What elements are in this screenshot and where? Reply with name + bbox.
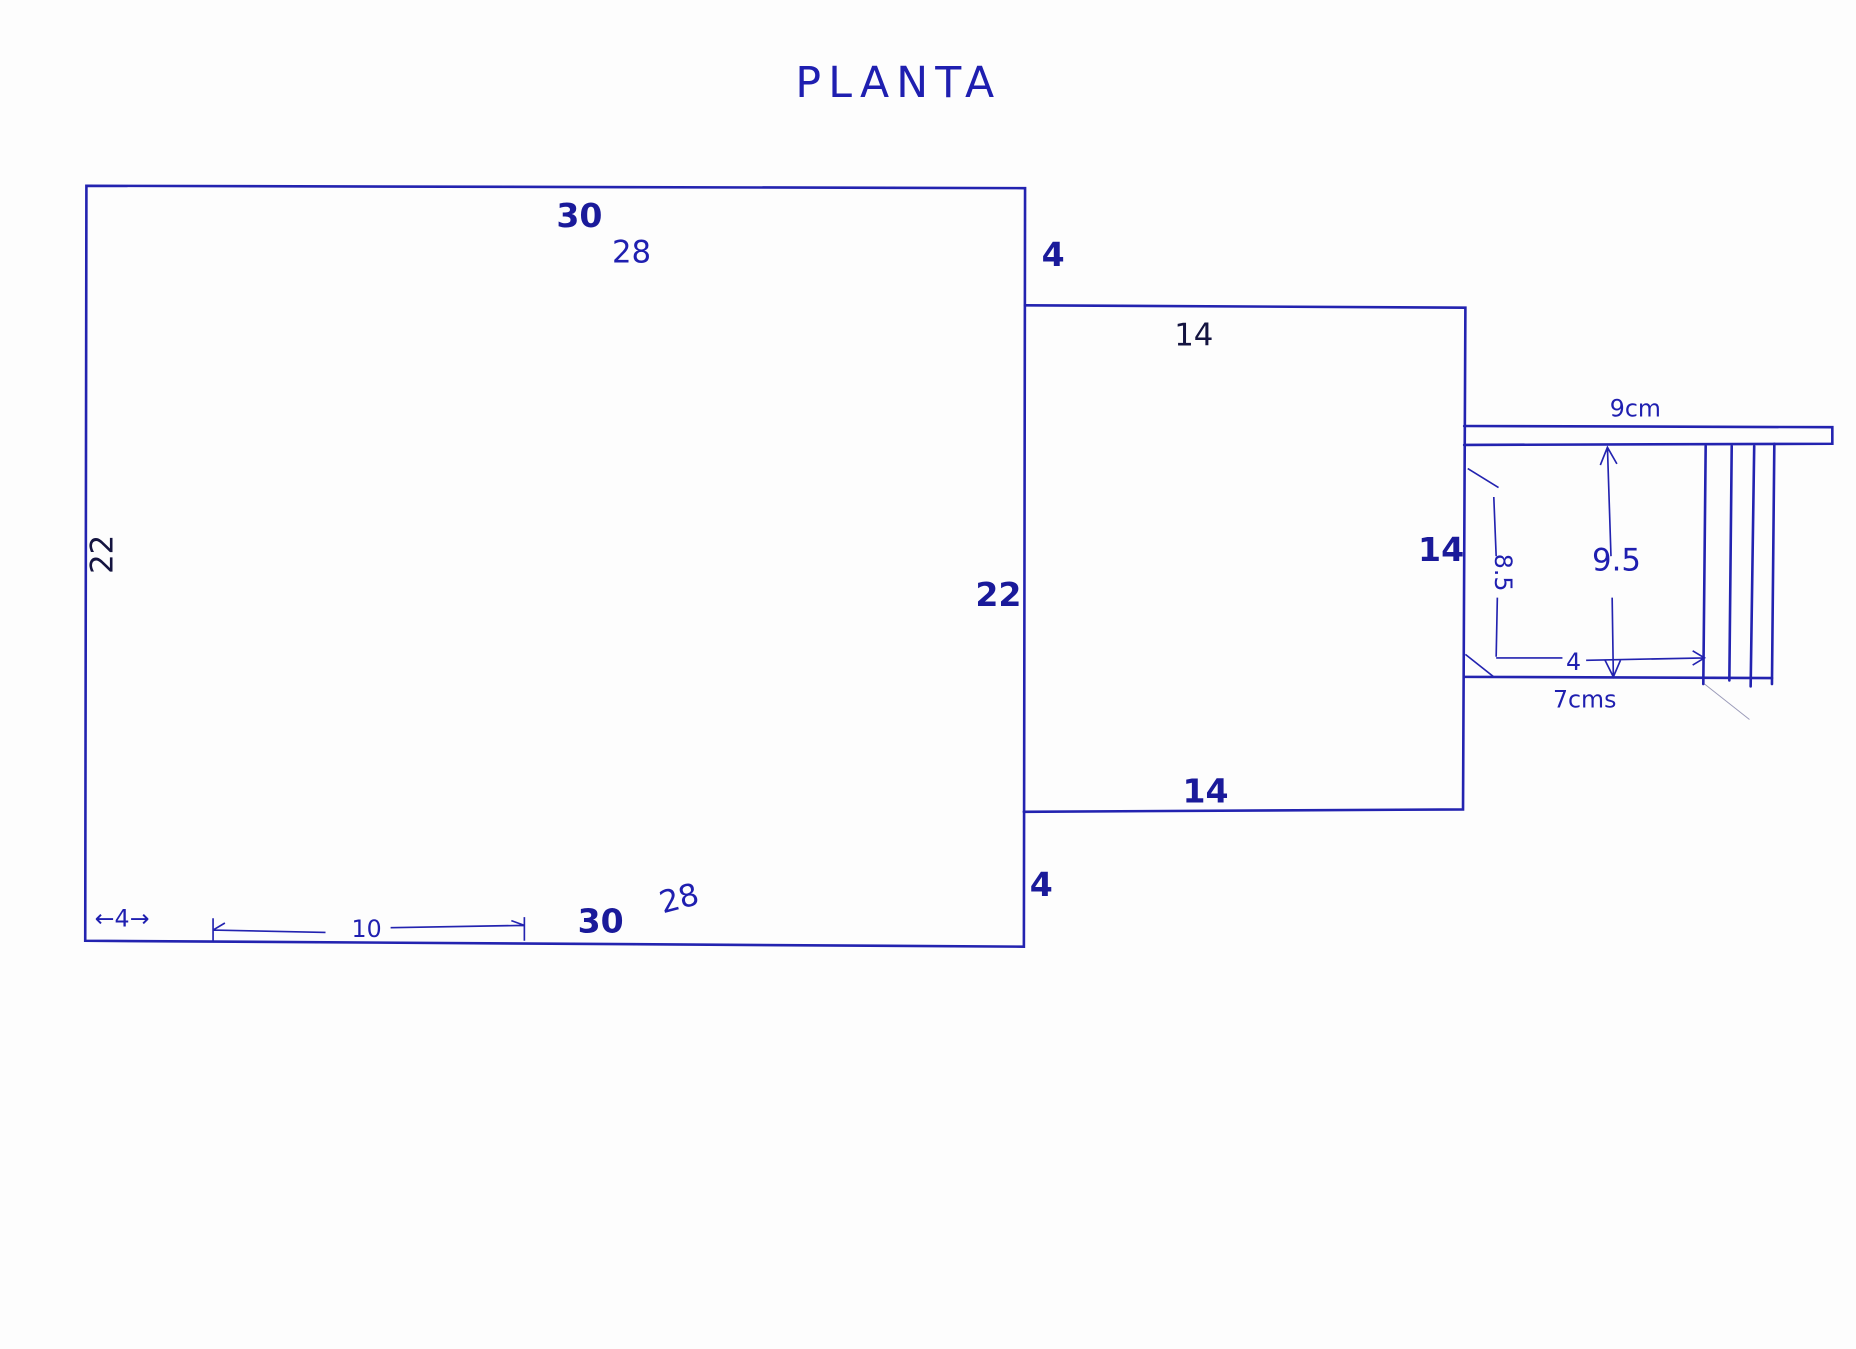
dimension-door-width: 10 (352, 915, 382, 943)
dimension-porch-height: 9.5 (1592, 542, 1641, 578)
annex-room-outline (1022, 303, 1467, 814)
porch-dimension-lines (1464, 445, 1707, 679)
dimension-annex-bottom: 14 (1182, 771, 1228, 810)
bottom-dimension-lines (212, 917, 526, 941)
dimension-top-width: 28 (612, 235, 651, 271)
dimension-bottom-left-offset: ←4→ (95, 905, 150, 933)
dimension-porch-inner: 8.5 (1489, 554, 1517, 592)
plan-title: PLANTA (795, 58, 1001, 108)
dimension-middle-height: 22 (975, 575, 1021, 614)
porch-outline (1462, 424, 1834, 720)
dimension-annex-top: 14 (1174, 318, 1213, 354)
main-room-outline (83, 184, 1027, 948)
struck-dimension-bottom: 30 (578, 901, 624, 940)
dimension-bottom-width: 28 (656, 876, 703, 921)
dimension-left-height: 22 (84, 535, 120, 574)
struck-dimension-top: 30 (556, 196, 602, 235)
dimension-upper-offset: 4 (1042, 235, 1065, 274)
dimension-porch-offset: 4 (1566, 648, 1581, 676)
dimension-porch-depth: 7cms (1553, 686, 1616, 714)
dimension-porch-width: 9cm (1610, 395, 1661, 423)
dimension-annex-right: 14 (1418, 530, 1464, 569)
dimension-lower-offset: 4 (1030, 865, 1053, 904)
